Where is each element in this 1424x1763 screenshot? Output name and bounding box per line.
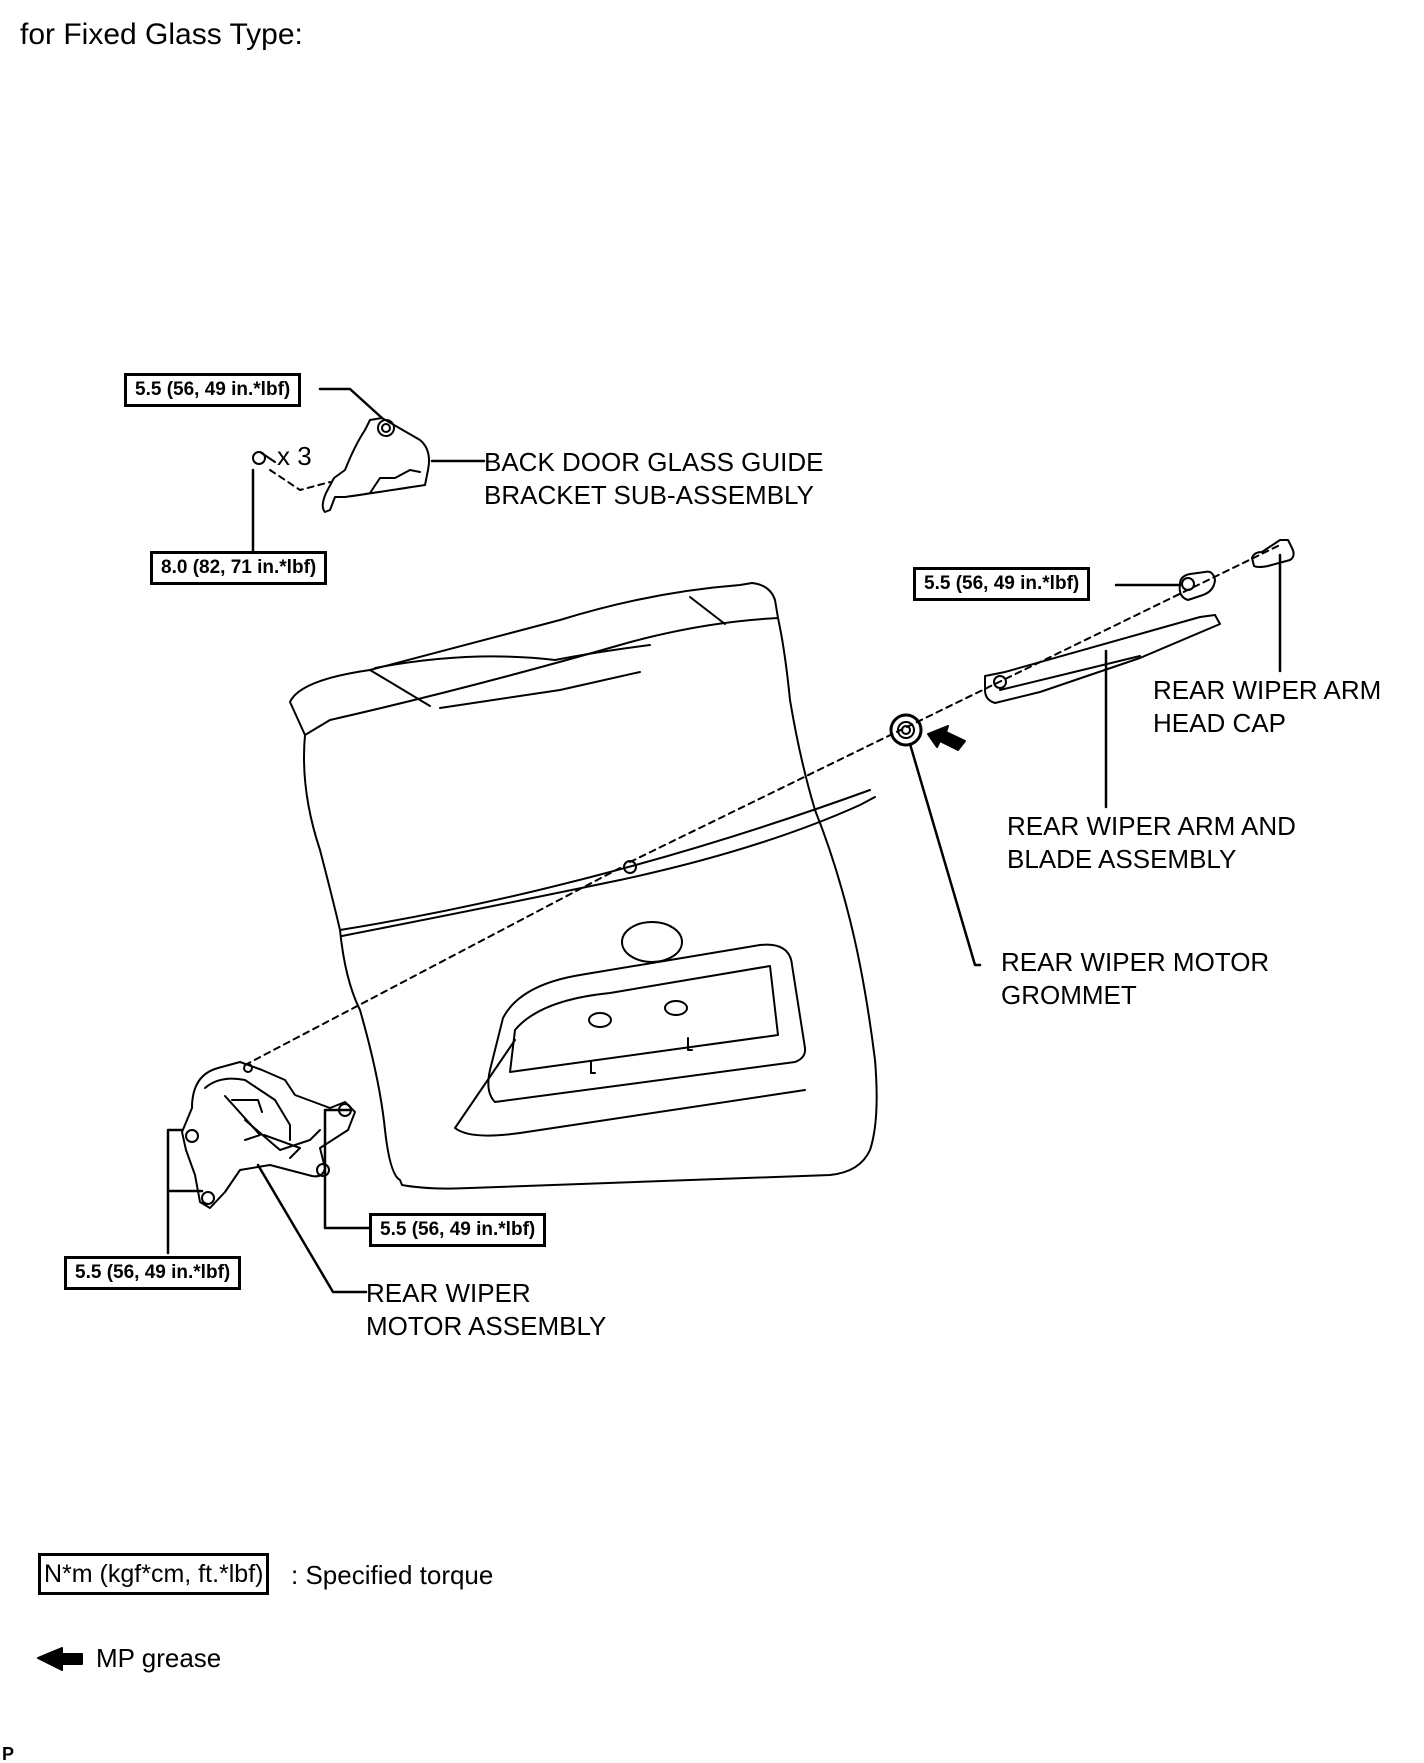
- torque-box-arm-nut: 5.5 (56, 49 in.*lbf): [913, 567, 1091, 601]
- callout-rear-wiper-motor-assembly: REAR WIPER MOTOR ASSEMBLY: [366, 1278, 607, 1341]
- wiper-motor: [181, 1061, 356, 1209]
- quantity-label: x 3: [277, 441, 312, 471]
- page-title: for Fixed Glass Type:: [20, 18, 303, 51]
- legend-torque-box: N*m (kgf*cm, ft.*lbf): [38, 1553, 270, 1595]
- torque-box-bracket-bolt: 8.0 (82, 71 in.*lbf): [150, 551, 328, 585]
- leader-lines: [166, 387, 1282, 1294]
- legend-grease-arrow-icon: [37, 1647, 83, 1671]
- callout-rear-wiper-arm-blade: REAR WIPER ARM AND BLADE ASSEMBLY: [1007, 811, 1296, 874]
- torque-box-motor-left: 5.5 (56, 49 in.*lbf): [64, 1256, 242, 1290]
- assembly-axis-lines: [244, 469, 1281, 1066]
- legend-grease-description: MP grease: [96, 1643, 222, 1673]
- torque-box-motor-right: 5.5 (56, 49 in.*lbf): [369, 1213, 547, 1247]
- legend-torque-description: : Specified torque: [291, 1560, 494, 1590]
- wiper-arm: [984, 539, 1295, 704]
- back-door-outline: [289, 582, 878, 1190]
- wiper-grommet: [889, 713, 923, 747]
- grease-pointer-icon: [927, 725, 966, 751]
- corner-mark: P: [2, 1744, 15, 1763]
- callout-rear-wiper-motor-grommet: REAR WIPER MOTOR GROMMET: [1001, 947, 1270, 1010]
- callout-glass-guide-bracket: BACK DOOR GLASS GUIDE BRACKET SUB-ASSEMB…: [484, 447, 824, 510]
- glass-guide-bracket: [252, 417, 430, 513]
- callout-rear-wiper-arm-head-cap: REAR WIPER ARM HEAD CAP: [1153, 675, 1382, 738]
- torque-box-bracket-top: 5.5 (56, 49 in.*lbf): [124, 373, 302, 407]
